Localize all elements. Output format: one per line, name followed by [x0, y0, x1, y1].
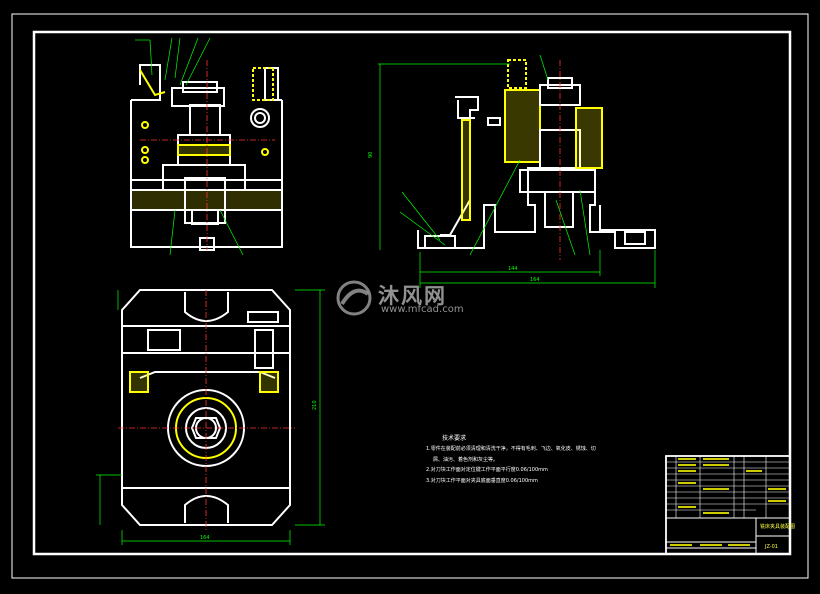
watermark-url: www.mfcad.com: [381, 304, 464, 315]
drawing-title: 铣床夹具装配图: [760, 524, 796, 530]
notes-line: 1.零件在装配前必须清理和清洗干净，不得有毛刺、飞边、氧化皮、锈蚀、切: [426, 446, 596, 452]
technical-requirements: 技术要求 1.零件在装配前必须清理和清洗干净，不得有毛刺、飞边、氧化皮、锈蚀、切…: [426, 435, 596, 486]
svg-text:90: 90: [368, 152, 374, 158]
top-view: 164 210: [96, 289, 325, 545]
svg-text:164: 164: [200, 535, 210, 541]
sheet-outer-border: [11, 13, 809, 579]
svg-text:164: 164: [530, 277, 540, 283]
notes-line: 2.对刀块工作面对定位键工作平面平行度0.06/100mm: [426, 467, 548, 473]
title-block: [665, 455, 791, 555]
watermark-brand-text: 沐风网: [378, 284, 447, 308]
svg-text:210: 210: [312, 400, 318, 410]
notes-title: 技术要求: [442, 435, 467, 442]
notes-line: 屑、油污、着色剂和灰尘等。: [433, 456, 499, 463]
drawing-code: JZ-01: [765, 544, 778, 550]
side-view: 90 144 164: [368, 54, 656, 288]
notes-line: 3.对刀块工作平面对夹具底面垂直度0.06/100mm: [426, 477, 538, 484]
sheet-inner-border: [32, 30, 792, 556]
svg-text:144: 144: [508, 266, 518, 272]
mfcad-logo-icon: [336, 280, 372, 316]
front-view: [130, 37, 283, 256]
